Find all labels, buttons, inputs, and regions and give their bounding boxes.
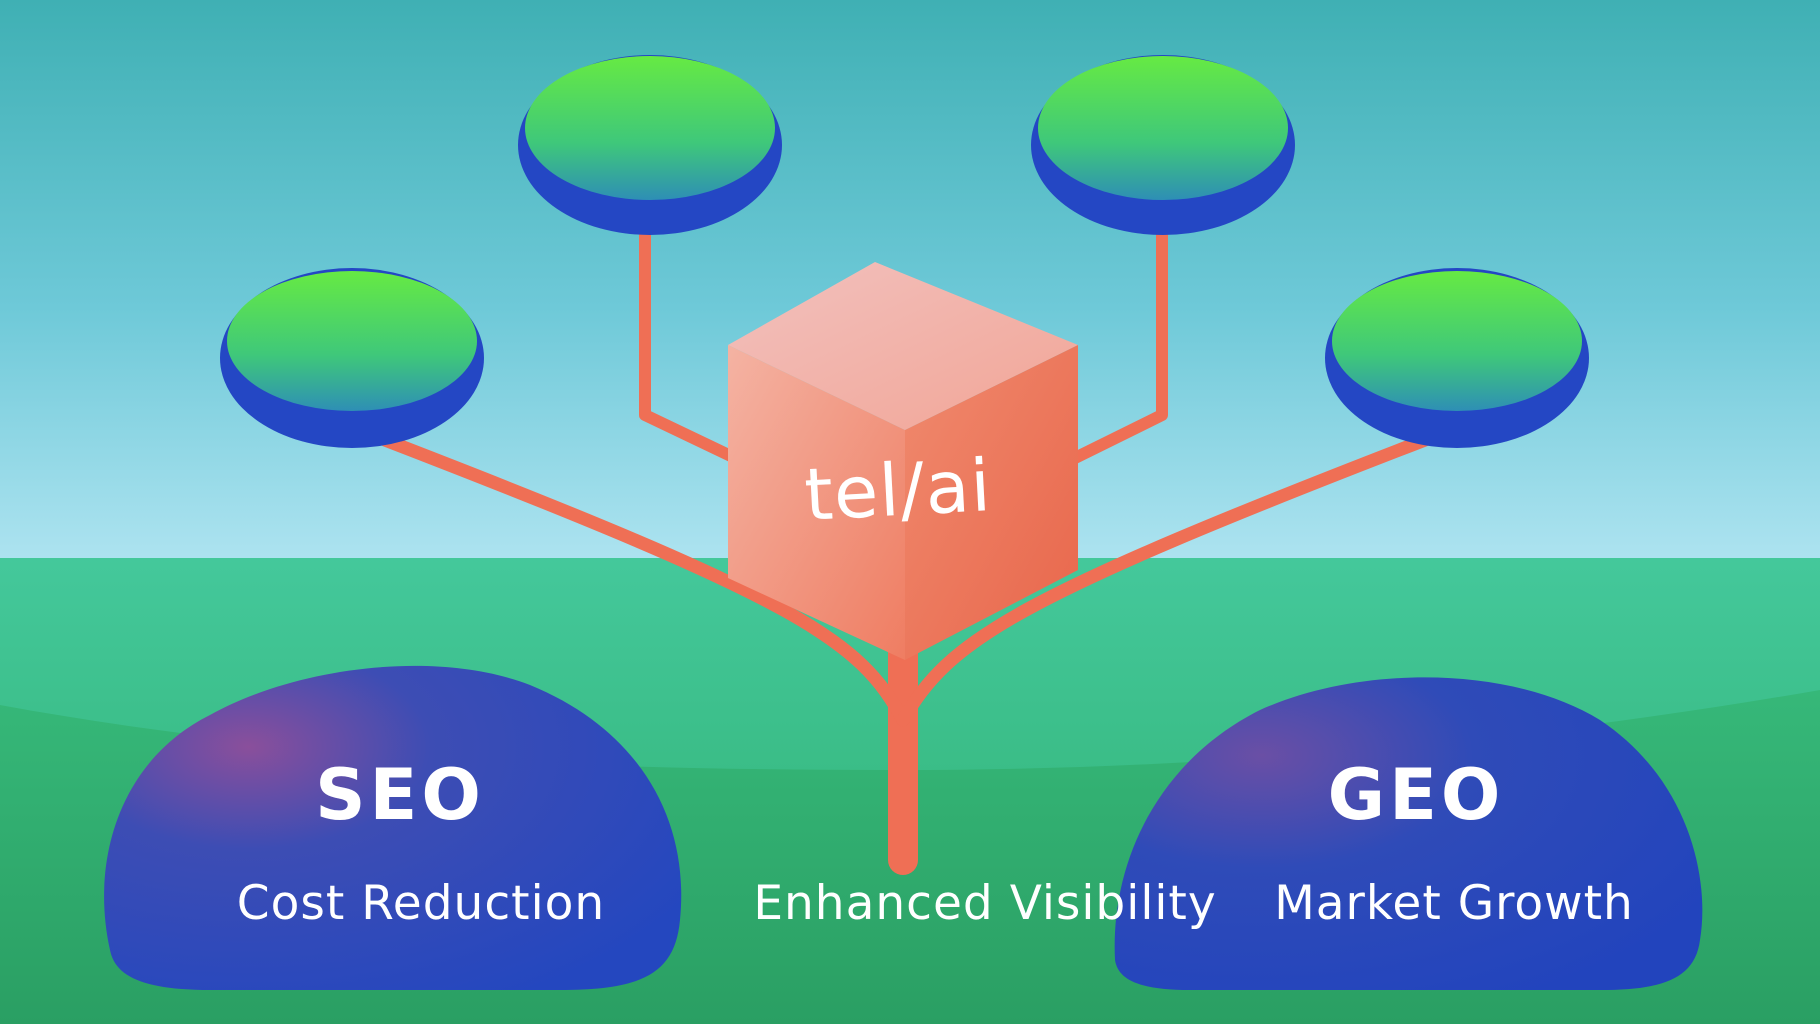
left-mound-subtitle: Cost Reduction [236, 876, 606, 931]
branch-left-high [639, 219, 741, 464]
mound-left [104, 665, 682, 990]
left-mound-title: SEO [315, 754, 485, 836]
center-caption: Enhanced Visibility [753, 876, 1217, 931]
right-mound-subtitle: Market Growth [1274, 876, 1634, 931]
branch-right-low [896, 433, 1432, 727]
branches [378, 219, 1432, 875]
mound-right [1114, 677, 1703, 990]
cube-label: tel/ai [802, 443, 994, 537]
branch-right-high [1069, 219, 1168, 464]
cube-front [728, 345, 905, 660]
node-top-left [518, 55, 782, 235]
cube [728, 262, 1078, 660]
cube-top [728, 262, 1078, 430]
node-top-right [1031, 55, 1295, 235]
right-mound-title: GEO [1327, 754, 1505, 836]
cube-side [905, 345, 1078, 660]
node-left [220, 268, 484, 448]
branch-left-low [378, 433, 910, 727]
node-right [1325, 268, 1589, 448]
